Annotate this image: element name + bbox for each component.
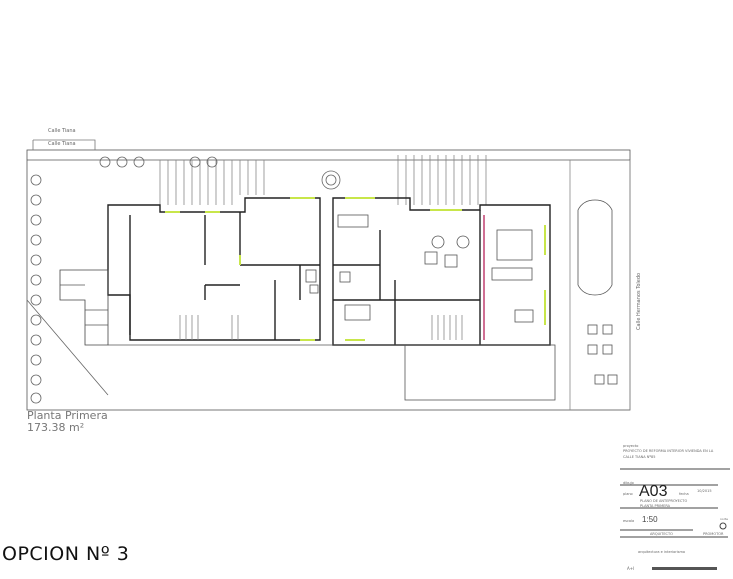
footer-code: A+I: [627, 566, 634, 571]
sheet-label: plano: [623, 492, 633, 496]
drawing-title: PLANO DE ANTEPROYECTO: [640, 499, 687, 503]
paving-stripes: [159, 155, 487, 205]
plan-title: Planta Primera: [27, 409, 108, 422]
project-heading: proyecto: [623, 444, 638, 448]
sign-left: ARQUITECTO: [650, 532, 673, 536]
north-arrow-icon: [719, 522, 727, 530]
street-label-top-2: Calle Tiana: [48, 141, 76, 147]
date-value: 10/2015: [697, 489, 712, 493]
sign-right: PROMOTOR: [703, 532, 724, 536]
footer-note: arquitectura e interiorismo: [638, 550, 685, 554]
scale-label: escala: [623, 519, 634, 523]
sheet-number: A03: [639, 483, 668, 500]
window-highlights: [165, 197, 546, 341]
drawing-heading: dibujo: [623, 481, 634, 485]
title-block: proyecto PROYECTO DE REFORMA INTERIOR VI…: [620, 444, 730, 571]
scale-value: 1:50: [642, 515, 658, 524]
north-label: norte: [720, 517, 728, 521]
date-label: fecha: [679, 492, 689, 496]
furniture: [305, 199, 618, 385]
drawing-subtitle: PLANTA PRIMERA: [640, 504, 671, 508]
footer-bar: [652, 567, 717, 570]
project-text-2: CALLE TIANA Nº85: [623, 455, 655, 459]
trees: [30, 156, 341, 404]
project-text: PROYECTO DE REFORMA INTERIOR VIVIENDA EN…: [623, 449, 714, 453]
plan-area: 173.38 m²: [27, 421, 85, 434]
street-label-right: Calle Hermanos Toledo: [636, 273, 642, 330]
street-label-top-1: Calle Tiana: [48, 128, 76, 134]
option-label: OPCION Nº 3: [2, 543, 130, 565]
plan-caption: Planta Primera 173.38 m²: [27, 410, 108, 434]
